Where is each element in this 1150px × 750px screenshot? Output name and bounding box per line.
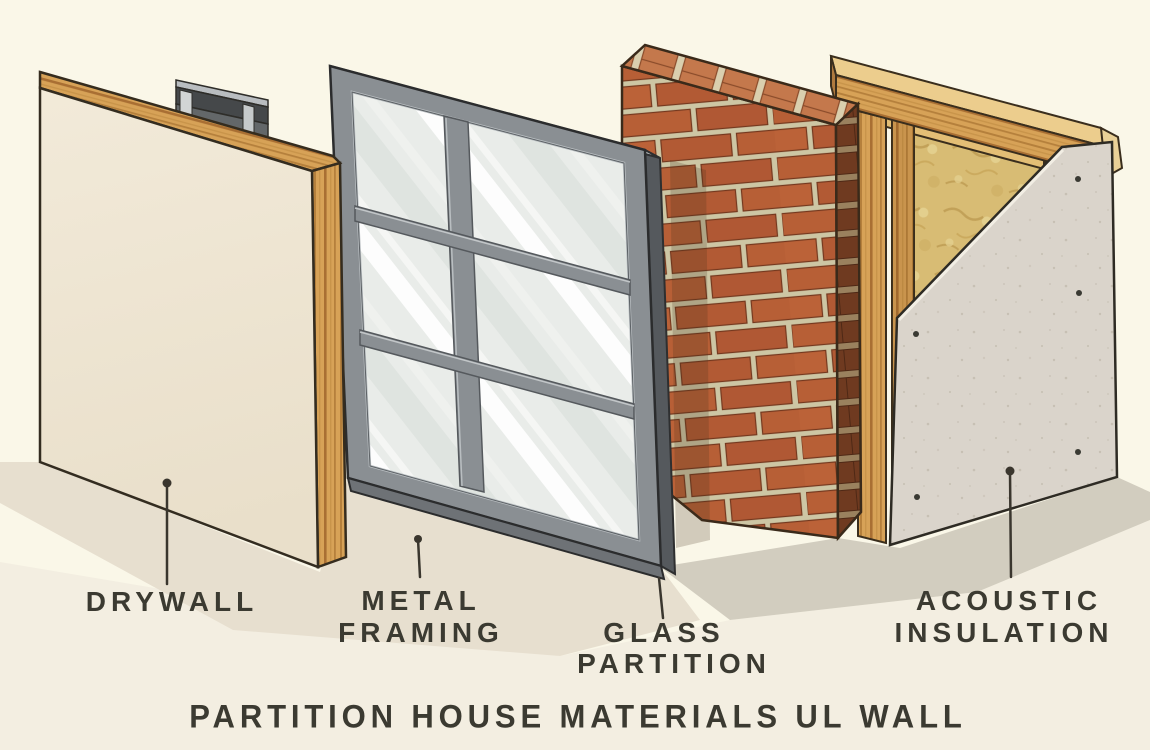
acoustic-panel <box>888 140 1119 547</box>
drywall-panel <box>38 70 348 569</box>
metal-framing-leader <box>416 537 422 579</box>
brick-wall <box>619 43 863 548</box>
drywall-face <box>38 86 320 569</box>
metal-framing-leader-dot <box>414 535 422 543</box>
panel-screws <box>913 176 1082 500</box>
floor <box>0 520 1150 750</box>
partition-rail-2 <box>359 329 635 420</box>
floor-shadows <box>0 462 1150 750</box>
partition-bottom-track <box>346 476 666 581</box>
drywall-leader-dot <box>162 478 172 488</box>
brick-side-face <box>834 101 863 542</box>
acoustic-leader <box>1008 469 1013 579</box>
shadow-left <box>0 462 700 656</box>
label-glass-partition-line2: PARTITION <box>577 648 771 679</box>
label-acoustic-line2: INSULATION <box>894 617 1114 648</box>
acoustic-leader-dot <box>1005 466 1015 476</box>
diagram-title: PARTITION HOUSE MATERIALS UL WALL <box>189 698 967 735</box>
label-metal-framing-line1: METAL <box>361 585 481 616</box>
brick-shadow <box>670 160 710 548</box>
glass-partition <box>328 64 677 581</box>
label-drywall: DRYWALL <box>85 586 259 617</box>
label-metal-framing-line2: FRAMING <box>338 617 504 648</box>
label-glass-partition-line1: GLASS <box>603 617 725 648</box>
label-acoustic-line1: ACOUSTIC <box>915 585 1103 616</box>
leader-lines <box>162 466 1015 620</box>
shadow-right <box>660 477 1150 620</box>
partition-rail-1 <box>354 205 631 296</box>
glass-partition-leader <box>657 576 665 620</box>
